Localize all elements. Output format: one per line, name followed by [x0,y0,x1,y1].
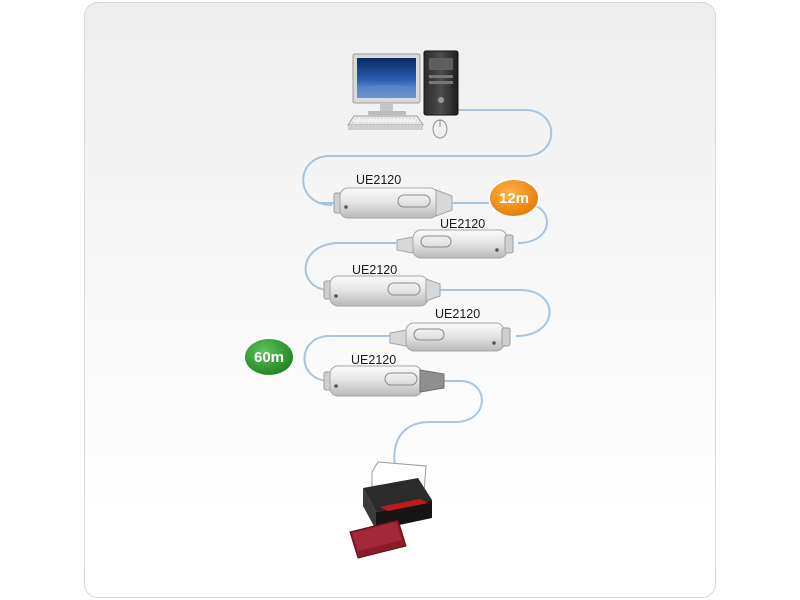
extender-1-label: UE2120 [356,173,401,187]
extender-2 [396,229,514,259]
badge-60m-text: 60m [254,349,284,366]
printer-icon [349,461,432,559]
extender-3-label: UE2120 [352,263,397,277]
extender-3 [323,275,441,307]
extender-4 [389,322,511,352]
extender-4-label: UE2120 [435,307,480,321]
extender-5-label: UE2120 [351,353,396,367]
extender-1 [318,187,465,219]
badge-12m: 12m [488,178,540,218]
extender-5 [323,365,445,397]
badge-60m: 60m [243,337,295,377]
extender-2-label: UE2120 [440,217,485,231]
computer-icon [347,50,459,139]
badge-12m-text: 12m [499,190,529,207]
